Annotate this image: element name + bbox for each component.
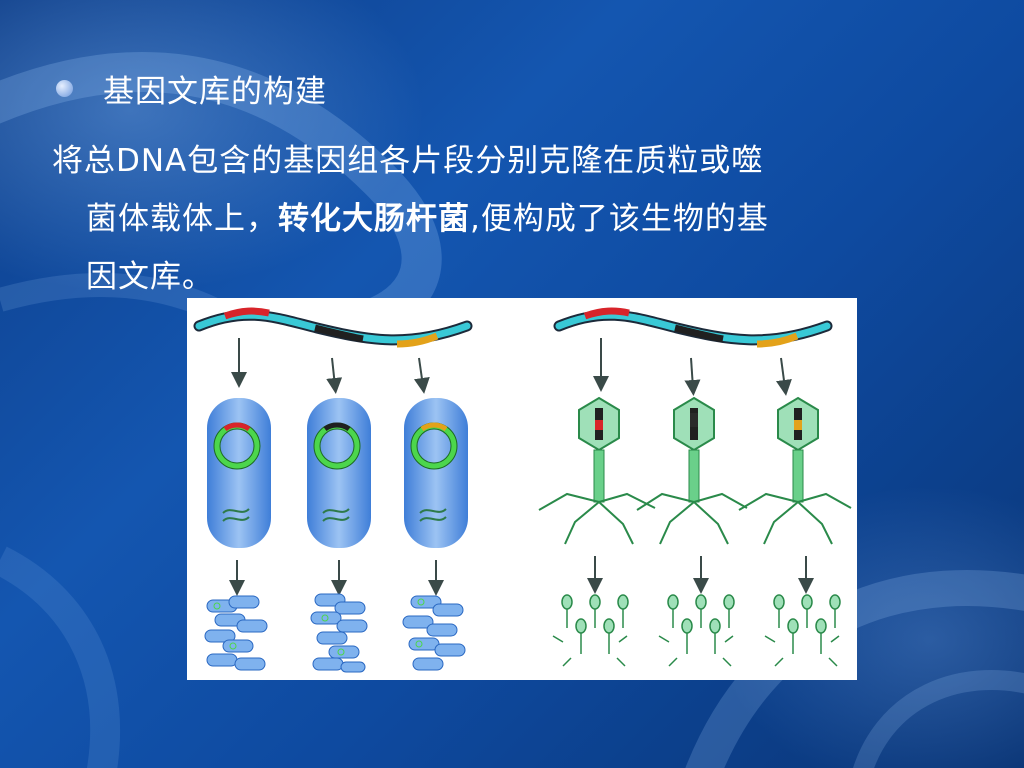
phage-icon-3: [738, 396, 852, 545]
bacterium-icon-3: [404, 398, 468, 548]
dna-fragment-icon-right: [553, 307, 833, 348]
bullet-heading: 基因文库的构建: [103, 74, 327, 110]
phage-plaque-group-3: [764, 594, 841, 667]
body-line-2: 菌体载体上，转化大肠杆菌,便构成了该生物的基: [52, 190, 952, 248]
body-line-2-bold: 转化大肠杆菌: [278, 201, 470, 237]
body-line-2-end: ,便构成了该生物的基: [470, 201, 769, 237]
bullet-dot-icon: [56, 80, 73, 97]
body-line-3: 因文库。: [86, 259, 214, 295]
phage-plaque-group-1: [552, 594, 629, 667]
phage-icon-1: [538, 396, 656, 545]
phage-icon-2: [636, 396, 748, 545]
body-line-1: 将总DNA包含的基因组各片段分别克隆在质粒或噬: [52, 143, 764, 179]
arrow-down-icon: [684, 357, 701, 396]
bacterium-icon-1: [207, 398, 271, 548]
phage-plaque-group-2: [658, 594, 735, 667]
bacterial-colony-3: [402, 595, 466, 671]
body-line-2-start: 菌体载体上，: [86, 201, 278, 237]
gene-library-figure: [187, 298, 857, 680]
arrow-down-icon: [776, 357, 792, 396]
gene-library-diagram: [193, 307, 852, 673]
body-paragraph: 将总DNA包含的基因组各片段分别克隆在质粒或噬 菌体载体上，转化大肠杆菌,便构成…: [52, 132, 952, 306]
dna-fragment-icon-left: [193, 307, 473, 348]
bacterial-colony-1: [204, 595, 268, 671]
arrow-down-icon: [413, 357, 430, 394]
bullet-heading-row: 基因文库的构建: [56, 66, 327, 111]
arrow-down-icon: [326, 357, 343, 394]
bacterial-colony-2: [310, 593, 368, 673]
bacterium-icon-2: [307, 398, 371, 548]
